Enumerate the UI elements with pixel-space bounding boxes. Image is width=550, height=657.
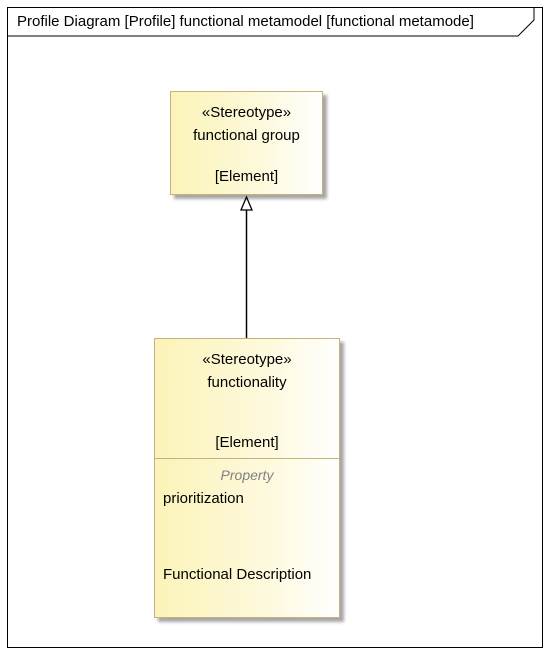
stereotype-label: «Stereotype»	[202, 351, 292, 368]
metaclass-label: [Element]	[214, 168, 279, 185]
class-name: functionality	[207, 374, 287, 391]
stereotype-functional-group[interactable]: «Stereotype» functional group [Element]	[170, 91, 323, 195]
metaclass-label: [Element]	[215, 434, 279, 451]
property-compartment-title: Property	[220, 467, 274, 483]
class-name: functional group	[193, 127, 300, 144]
property-item[interactable]: Functional Description	[163, 566, 312, 583]
compartment-divider	[155, 458, 339, 459]
generalization-arrowhead	[240, 195, 253, 211]
diagram-title: Profile Diagram [Profile] functional met…	[17, 13, 474, 30]
property-item[interactable]: prioritization	[163, 490, 244, 507]
stereotype-functionality[interactable]: «Stereotype» functionality [Element] Pro…	[154, 338, 340, 618]
stereotype-label: «Stereotype»	[201, 104, 292, 121]
frame-tab-outline	[8, 8, 535, 37]
